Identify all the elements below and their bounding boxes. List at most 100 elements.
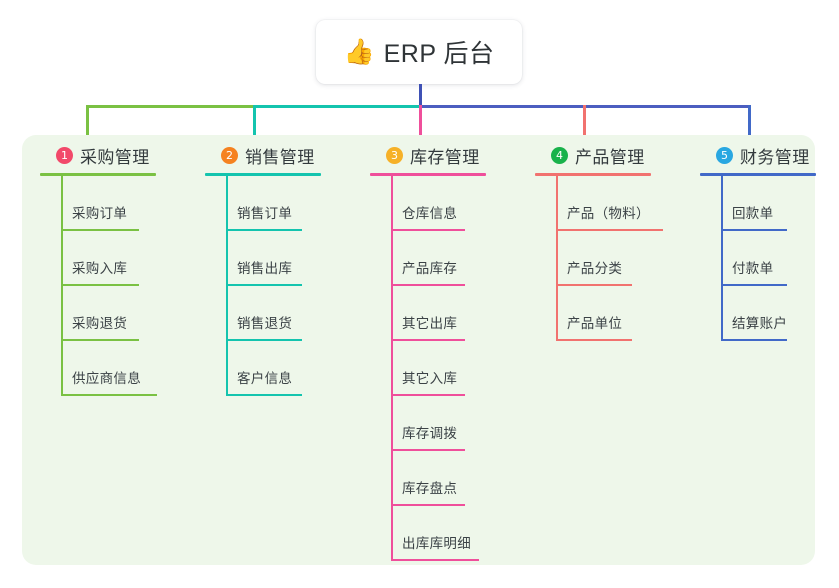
leaf-underline xyxy=(61,394,157,396)
leaf-underline xyxy=(391,394,465,396)
leaf-label: 其它出库 xyxy=(402,316,458,331)
branch-header-1[interactable]: 1 采购管理 xyxy=(40,142,156,168)
leaf-label: 销售订单 xyxy=(237,206,293,221)
leaf-label: 产品库存 xyxy=(402,261,458,276)
branch-children-1: 采购订单采购入库采购退货供应商信息 xyxy=(40,176,157,396)
leaf-item[interactable]: 采购入库 xyxy=(40,231,156,286)
leaf-label: 销售出库 xyxy=(237,261,293,276)
leaf-underline xyxy=(391,449,465,451)
leaf-label: 产品单位 xyxy=(567,316,623,331)
leaf-underline xyxy=(556,284,632,286)
leaf-item[interactable]: 产品（物料） xyxy=(535,176,663,231)
branch-drop-connector-3 xyxy=(419,105,422,135)
leaf-item[interactable]: 结算账户 xyxy=(700,286,816,341)
leaf-underline xyxy=(61,339,139,341)
branch-underline-4 xyxy=(535,173,651,176)
leaf-label: 库存盘点 xyxy=(402,481,458,496)
leaf-item[interactable]: 采购订单 xyxy=(40,176,156,231)
leaf-underline xyxy=(61,284,139,286)
branch-underline-5 xyxy=(700,173,816,176)
branches-panel xyxy=(22,135,815,565)
leaf-underline xyxy=(61,229,139,231)
branch-underline-2 xyxy=(205,173,321,176)
branch-spine-2 xyxy=(226,176,228,396)
branch-spine-1 xyxy=(61,176,63,396)
leaf-label: 产品（物料） xyxy=(567,206,650,221)
branch-title-2: 销售管理 xyxy=(245,147,315,167)
root-stem-connector xyxy=(419,84,422,106)
branch-column-1: 1 采购管理采购订单采购入库采购退货供应商信息 xyxy=(40,142,157,396)
leaf-underline xyxy=(226,339,302,341)
branch-drop-connector-5 xyxy=(748,105,751,135)
branch-drop-connector-2 xyxy=(253,105,256,135)
leaf-underline xyxy=(721,229,787,231)
branch-header-3[interactable]: 3 库存管理 xyxy=(370,142,486,168)
branch-column-2: 2 销售管理销售订单销售出库销售退货客户信息 xyxy=(205,142,321,396)
branch-spine-5 xyxy=(721,176,723,341)
branch-badge-5: 5 xyxy=(716,146,733,164)
branch-children-5: 回款单付款单结算账户 xyxy=(700,176,816,341)
leaf-underline xyxy=(721,284,787,286)
branch-spine-4 xyxy=(556,176,558,341)
branch-underline-3 xyxy=(370,173,486,176)
leaf-label: 采购订单 xyxy=(72,206,128,221)
leaf-item[interactable]: 其它入库 xyxy=(370,341,486,396)
branch-title-3: 库存管理 xyxy=(410,147,480,167)
leaf-label: 仓库信息 xyxy=(402,206,458,221)
leaf-item[interactable]: 库存调拨 xyxy=(370,396,486,451)
thumbs-up-icon: 👍 xyxy=(343,37,375,66)
leaf-underline xyxy=(721,339,787,341)
leaf-item[interactable]: 销售出库 xyxy=(205,231,321,286)
root-node[interactable]: 👍 ERP 后台 xyxy=(316,20,522,84)
leaf-item[interactable]: 产品分类 xyxy=(535,231,651,286)
leaf-item[interactable]: 销售退货 xyxy=(205,286,321,341)
branch-column-5: 5 财务管理回款单付款单结算账户 xyxy=(700,142,816,341)
leaf-underline xyxy=(391,229,465,231)
leaf-item[interactable]: 回款单 xyxy=(700,176,816,231)
root-title: ERP 后台 xyxy=(383,40,495,68)
leaf-label: 付款单 xyxy=(732,261,774,276)
leaf-underline xyxy=(391,504,465,506)
leaf-label: 回款单 xyxy=(732,206,774,221)
leaf-item[interactable]: 出库库明细 xyxy=(370,506,486,561)
leaf-item[interactable]: 产品库存 xyxy=(370,231,486,286)
branch-children-2: 销售订单销售出库销售退货客户信息 xyxy=(205,176,321,396)
leaf-item[interactable]: 产品单位 xyxy=(535,286,651,341)
leaf-item[interactable]: 付款单 xyxy=(700,231,816,286)
leaf-item[interactable]: 供应商信息 xyxy=(40,341,157,396)
leaf-underline xyxy=(391,339,465,341)
branch-title-1: 采购管理 xyxy=(80,147,150,167)
leaf-item[interactable]: 采购退货 xyxy=(40,286,156,341)
branch-badge-1: 1 xyxy=(56,146,73,164)
branch-children-3: 仓库信息产品库存其它出库其它入库库存调拨库存盘点出库库明细 xyxy=(370,176,486,561)
branch-header-2[interactable]: 2 销售管理 xyxy=(205,142,321,168)
leaf-underline xyxy=(391,284,465,286)
leaf-item[interactable]: 库存盘点 xyxy=(370,451,486,506)
branch-badge-3: 3 xyxy=(386,146,403,164)
leaf-label: 出库库明细 xyxy=(402,536,471,551)
leaf-label: 其它入库 xyxy=(402,371,458,386)
branch-header-5[interactable]: 5 财务管理 xyxy=(700,142,816,168)
branch-underline-1 xyxy=(40,173,156,176)
leaf-label: 产品分类 xyxy=(567,261,623,276)
leaf-underline xyxy=(226,229,302,231)
leaf-underline xyxy=(226,394,302,396)
horizontal-connector-segment-2 xyxy=(253,105,420,108)
branch-drop-connector-1 xyxy=(86,105,89,135)
leaf-item[interactable]: 客户信息 xyxy=(205,341,321,396)
leaf-underline xyxy=(226,284,302,286)
leaf-underline xyxy=(556,339,632,341)
branch-badge-2: 2 xyxy=(221,146,238,164)
horizontal-connector-segment-1 xyxy=(86,105,254,108)
branch-title-5: 财务管理 xyxy=(740,147,810,167)
leaf-item[interactable]: 仓库信息 xyxy=(370,176,486,231)
branch-badge-4: 4 xyxy=(551,146,568,164)
leaf-item[interactable]: 销售订单 xyxy=(205,176,321,231)
leaf-item[interactable]: 其它出库 xyxy=(370,286,486,341)
branch-children-4: 产品（物料） 产品分类产品单位 xyxy=(535,176,663,341)
leaf-underline xyxy=(391,559,479,561)
leaf-label: 采购退货 xyxy=(72,316,128,331)
